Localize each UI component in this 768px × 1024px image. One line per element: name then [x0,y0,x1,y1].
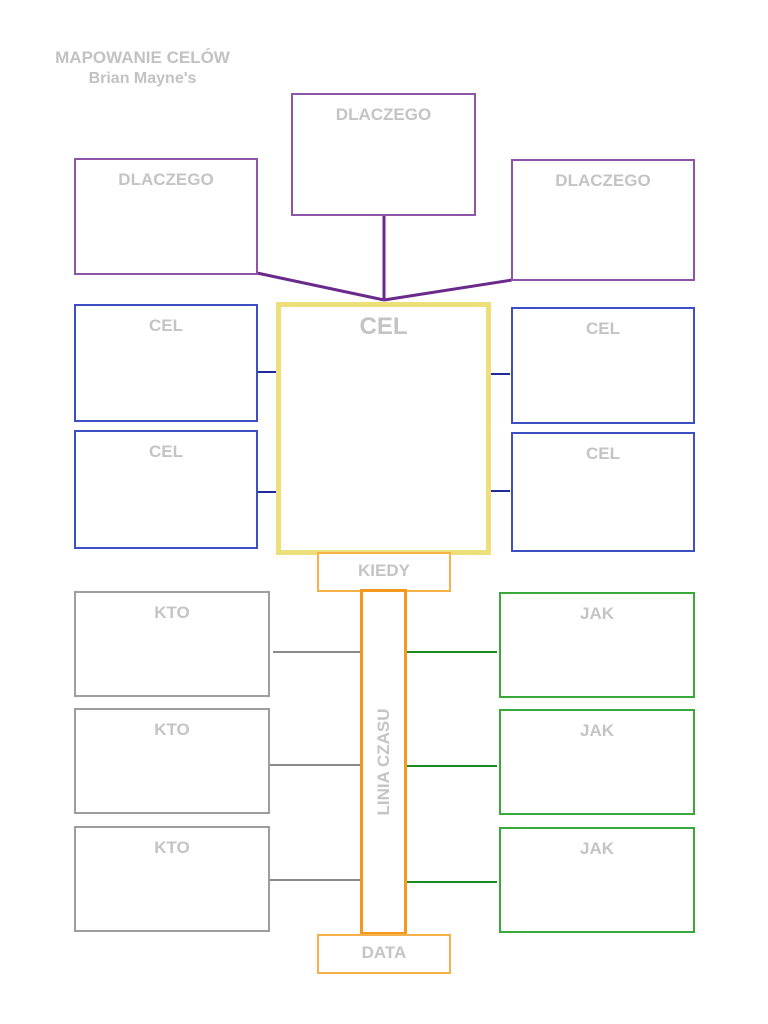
why-box-center: DLACZEGO [291,93,476,216]
goal-box-right-bottom: CEL [511,432,695,552]
goal-box-left-top: CEL [74,304,258,422]
how-label: JAK [579,839,614,858]
who-box-2: KTO [74,708,270,814]
goal-label: CEL [149,442,183,461]
how-box-3: JAK [499,827,695,933]
how-label: JAK [579,721,614,740]
who-box-1: KTO [74,591,270,697]
main-goal-label: CEL [359,313,408,340]
how-box-2: JAK [499,709,695,815]
date-box: DATA [317,934,451,974]
who-box-3: KTO [74,826,270,932]
main-goal-box: CEL [276,302,491,555]
goal-label: CEL [586,444,620,463]
why-connector-left [256,271,385,302]
diagram-subtitle: Brian Mayne's [88,70,197,87]
goal-label: CEL [586,319,620,338]
who-label: KTO [154,603,190,622]
why-connector-right [383,278,513,302]
why-box-left: DLACZEGO [74,158,258,275]
goal-box-right-top: CEL [511,307,695,424]
who-label: KTO [154,838,190,857]
why-label: DLACZEGO [118,170,214,189]
why-label: DLACZEGO [335,105,432,124]
when-label: KIEDY [358,561,410,580]
timeline-bar: LINIA CZASU [360,589,407,935]
goal-box-left-bottom: CEL [74,430,258,549]
date-label: DATA [361,943,407,962]
goal-label: CEL [149,316,183,335]
how-box-1: JAK [499,592,695,698]
how-label: JAK [579,604,614,623]
why-label: DLACZEGO [555,171,651,190]
diagram-header: MAPOWANIE CELÓW Brian Mayne's [30,47,255,89]
why-box-right: DLACZEGO [511,159,695,281]
when-box: KIEDY [317,552,451,592]
diagram-title: MAPOWANIE CELÓW [55,48,230,67]
who-label: KTO [154,720,190,739]
timeline-label: LINIA CZASU [373,708,393,816]
